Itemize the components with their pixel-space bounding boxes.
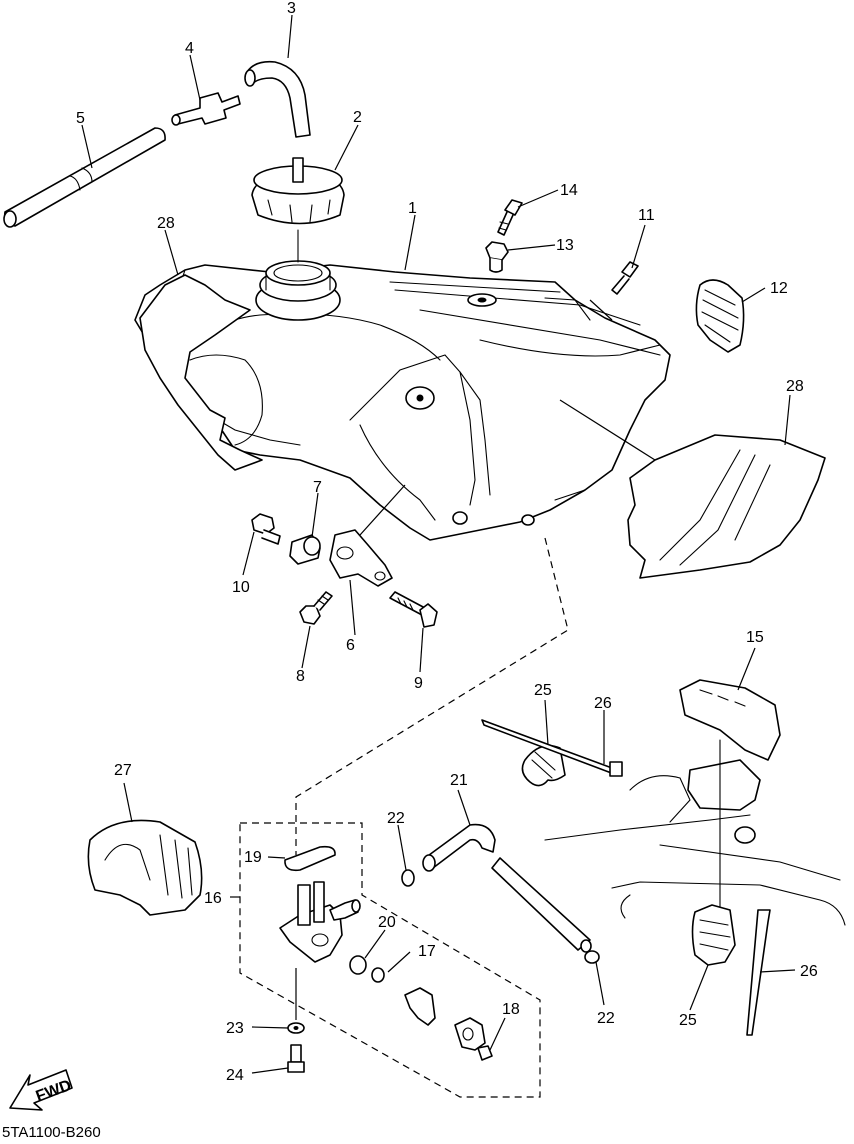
breather-hose	[3, 127, 166, 228]
connection-line	[295, 537, 569, 855]
washer-23	[287, 1022, 305, 1034]
callout-2: 2	[353, 109, 362, 126]
callout-24: 24	[226, 1067, 244, 1084]
filter-19	[284, 845, 336, 872]
oring-22b	[584, 950, 600, 964]
bolt-11	[611, 261, 639, 295]
drawing-code: 5TA1100-B260	[2, 1124, 101, 1141]
detail-box-16	[239, 822, 541, 1098]
callout-14: 14	[560, 182, 578, 199]
bolt-9	[389, 591, 438, 628]
protector-27	[87, 819, 203, 916]
callout-26-upper: 26	[594, 695, 612, 712]
callout-12: 12	[770, 280, 788, 297]
callout-28-left: 28	[157, 215, 175, 232]
screw-18	[477, 1045, 493, 1061]
callout-23: 23	[226, 1020, 244, 1037]
hose-joint	[171, 92, 241, 126]
callout-22-upper: 22	[387, 810, 405, 827]
callout-labels: 1 2 3 4 5 6 7 8 9 10 11 12 13 14 15 16 1…	[76, 0, 818, 1084]
callout-28-right: 28	[786, 378, 804, 395]
oring-22a	[401, 869, 415, 887]
callout-17: 17	[418, 943, 436, 960]
callout-9: 9	[414, 675, 423, 692]
clip-12	[695, 279, 745, 353]
callout-22-lower: 22	[597, 1010, 615, 1027]
bolt-8	[299, 591, 333, 625]
bolt-24	[287, 1044, 305, 1073]
oring-17	[371, 967, 385, 983]
fuel-cock	[279, 881, 361, 963]
callout-8: 8	[296, 668, 305, 685]
callout-16: 16	[204, 890, 222, 907]
bolt-10	[251, 513, 281, 545]
callout-3: 3	[287, 0, 296, 17]
frame-section	[544, 739, 846, 926]
callout-25-upper: 25	[534, 682, 552, 699]
fuel-tank	[134, 260, 671, 541]
damper-7	[289, 534, 321, 565]
plug-20	[349, 955, 367, 975]
cable-tie-26-upper	[481, 719, 623, 777]
collar-13	[485, 241, 509, 273]
callout-5: 5	[76, 110, 85, 127]
callout-7: 7	[313, 479, 322, 496]
callout-4: 4	[185, 40, 194, 57]
callout-20: 20	[378, 914, 396, 931]
callout-19: 19	[244, 849, 262, 866]
callout-11: 11	[638, 207, 655, 224]
callout-21: 21	[450, 772, 468, 789]
side-cover-left	[139, 274, 263, 471]
leader-lines	[81, 14, 796, 1074]
clamp-25-lower	[691, 904, 736, 966]
lever-knob	[404, 987, 436, 1026]
side-cover-right	[627, 434, 826, 579]
fuel-hose-21	[422, 823, 592, 953]
callout-18: 18	[502, 1001, 520, 1018]
bolt-14	[497, 199, 523, 236]
callout-13: 13	[556, 237, 574, 254]
callout-26-lower: 26	[800, 963, 818, 980]
callout-27: 27	[114, 762, 132, 779]
cable-tie-26-lower	[746, 909, 771, 1036]
callout-1: 1	[408, 200, 417, 217]
callout-15: 15	[746, 629, 764, 646]
fwd-arrow-icon: FWD	[9, 1069, 74, 1111]
callout-25-lower: 25	[679, 1012, 697, 1029]
callout-10: 10	[232, 579, 250, 596]
bracket-6	[329, 529, 393, 587]
plate-18	[454, 1017, 486, 1051]
cable-holder-15	[679, 679, 781, 761]
callout-6: 6	[346, 637, 355, 654]
fuel-cap	[251, 157, 345, 263]
vent-hose	[244, 60, 311, 138]
